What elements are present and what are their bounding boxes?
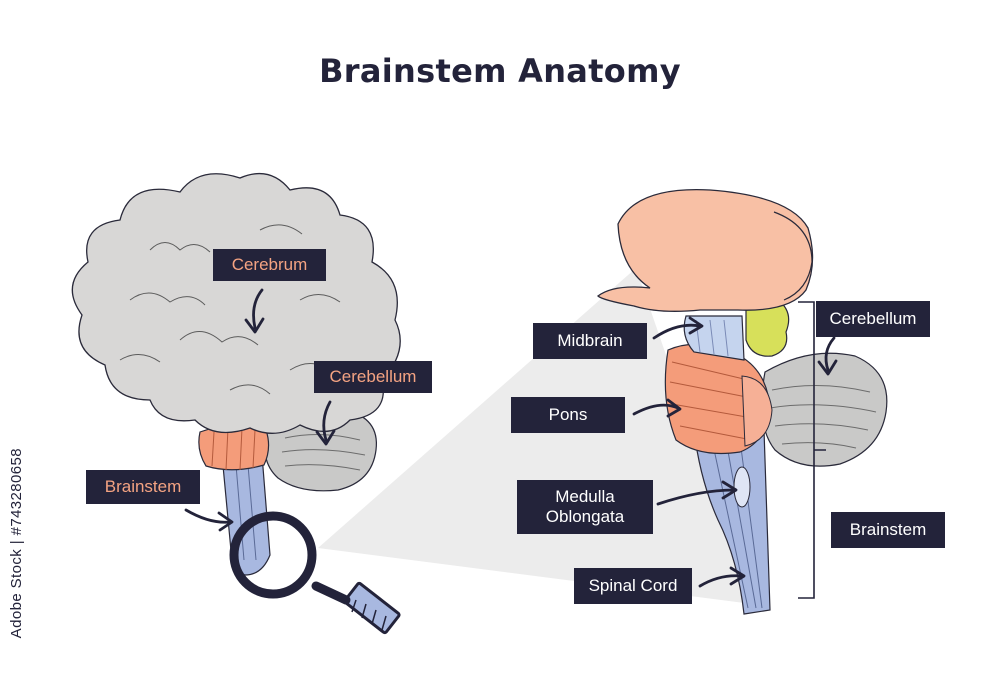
label-left-cerebellum: Cerebellum	[314, 361, 432, 393]
stock-watermark: Adobe Stock | #743280658	[8, 448, 25, 639]
brainstem-bracket	[798, 301, 826, 599]
midbrain-arrow	[652, 323, 702, 340]
left-brain	[71, 172, 401, 576]
magnifying-glass-icon	[229, 511, 401, 635]
page-title: Brainstem Anatomy	[319, 52, 681, 90]
spinal-cord-arrow	[698, 574, 744, 588]
right-cerebellum	[761, 352, 888, 467]
right-diencephalon	[597, 188, 814, 312]
left-brainstem-arrow	[184, 508, 232, 524]
label-left-brainstem: Brainstem	[86, 470, 200, 504]
left-cerebrum	[71, 172, 401, 434]
label-cerebrum: Cerebrum	[213, 249, 326, 281]
label-pons: Pons	[511, 397, 625, 433]
label-right-cerebellum: Cerebellum	[816, 301, 930, 337]
right-olive	[733, 466, 751, 508]
label-medulla-oblongata: Medulla Oblongata	[517, 480, 653, 534]
label-right-brainstem: Brainstem	[831, 512, 945, 548]
label-midbrain: Midbrain	[533, 323, 647, 359]
left-cerebellum-arrow	[322, 400, 332, 442]
right-brainstem-detail	[597, 188, 888, 615]
right-cerebellum-arrow	[824, 336, 836, 372]
label-spinal-cord: Spinal Cord	[574, 568, 692, 604]
right-spinal-cord	[693, 429, 771, 615]
cerebrum-arrow	[252, 288, 264, 330]
medulla-arrow	[656, 488, 736, 506]
